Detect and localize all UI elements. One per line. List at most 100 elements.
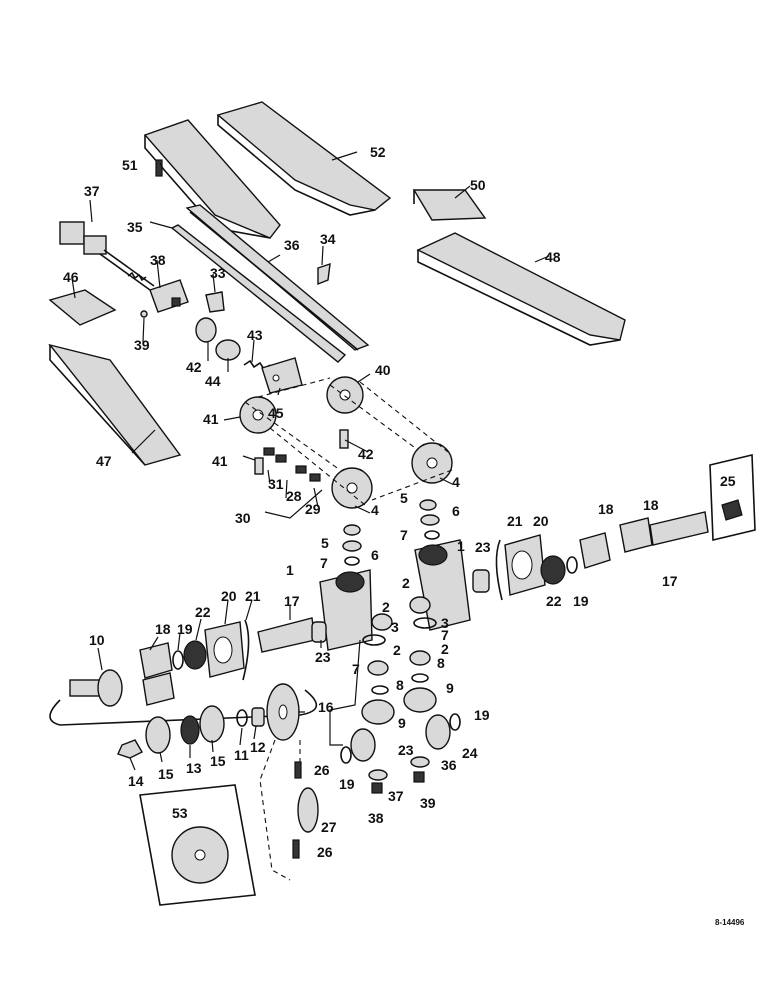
flange-15-left	[145, 716, 171, 754]
callout-16: 16	[318, 699, 334, 715]
flange-20-right	[504, 534, 546, 596]
callout-4-upper: 4	[452, 474, 460, 490]
bolt-42-left	[254, 457, 264, 475]
callout-6-left: 6	[371, 547, 379, 563]
callout-18-far: 18	[643, 497, 659, 513]
callout-33: 34	[320, 231, 336, 247]
callout-21-left: 21	[245, 588, 261, 604]
callout-31: 31	[268, 476, 284, 492]
shaft-17-right	[649, 511, 709, 546]
panel-51	[143, 119, 281, 239]
callout-51: 51	[122, 157, 138, 173]
callout-40: 39	[134, 337, 150, 353]
callout-26-upper: 26	[314, 762, 330, 778]
bushing-23-left	[311, 621, 327, 643]
callout-21-right: 21	[507, 513, 523, 529]
callout-48: 48	[545, 249, 561, 265]
strip-34	[170, 224, 347, 363]
flange-20-left	[204, 621, 245, 678]
callout-3-left: 3	[391, 619, 399, 635]
rail-35	[185, 204, 370, 351]
callout-8-right: 8	[437, 655, 445, 671]
callout-29: 29	[305, 501, 321, 517]
callout-15-left: 15	[158, 766, 174, 782]
bearing-22-right	[540, 555, 566, 585]
tensioner-rod-38	[59, 221, 155, 291]
bevel-gears-9	[361, 687, 437, 725]
callout-3-right: 3	[441, 615, 449, 631]
callout-2-d: 2	[393, 642, 401, 658]
callout-19-right: 19	[573, 593, 589, 609]
washer-19-right	[566, 556, 578, 574]
callout-41-upper: 40	[375, 362, 391, 378]
detail-box-25	[709, 453, 756, 542]
callout-23-left: 23	[315, 649, 331, 665]
callout-17-right: 17	[662, 573, 678, 589]
bearings-2	[367, 596, 431, 676]
callout-35: 36	[284, 237, 300, 253]
snap-rings-3	[362, 617, 437, 646]
callout-50: 50	[470, 177, 486, 193]
callout-19-d: 19	[339, 776, 355, 792]
nuts-37	[371, 771, 425, 794]
spacer-12	[251, 707, 265, 727]
washers-5-6-7	[342, 499, 440, 566]
callout-19-left: 19	[177, 621, 193, 637]
callout-labels: 52 51 50 37 35 36 34 48 46 38 33 39 43 4…	[63, 144, 736, 860]
sprocket-41-upper	[326, 376, 364, 414]
callout-2-a: 2	[402, 575, 410, 591]
callout-38: 37	[84, 183, 100, 199]
callout-39: 38	[150, 252, 166, 268]
callout-5-right: 5	[400, 490, 408, 506]
callout-1-right: 1	[457, 538, 465, 554]
callout-7-c: 7	[441, 627, 449, 643]
callout-6-right: 6	[452, 503, 460, 519]
callout-52: 52	[370, 144, 386, 160]
bearing-22-left	[183, 640, 207, 670]
callout-42-right: 42	[358, 446, 374, 462]
callout-8-left: 8	[396, 677, 404, 693]
callout-30: 30	[235, 510, 251, 526]
callout-7-d: 7	[352, 661, 360, 677]
callout-22-right: 22	[546, 593, 562, 609]
callout-27: 27	[321, 819, 337, 835]
callout-28: 28	[286, 488, 302, 504]
chain-loop	[49, 689, 318, 726]
callout-11: 11	[234, 747, 249, 763]
bushing-43	[195, 317, 217, 343]
callout-36-right: 36	[441, 757, 457, 773]
callout-9-left: 9	[398, 715, 406, 731]
bearing-13	[180, 715, 200, 745]
washer-19-left	[172, 650, 184, 670]
washer-11	[236, 709, 248, 727]
callout-43: 42	[186, 359, 202, 375]
gasket-21-right	[495, 539, 503, 601]
callout-36-left: 37	[388, 788, 404, 804]
callout-7-left: 7	[320, 555, 328, 571]
clamp-18-left	[139, 642, 175, 706]
callout-9-right: 9	[446, 680, 454, 696]
chain-26-lower	[292, 839, 300, 859]
callout-12: 12	[250, 739, 266, 755]
callout-44: 43	[247, 327, 263, 343]
washers-8	[371, 673, 429, 695]
callout-18-left: 18	[155, 621, 171, 637]
callout-17-left: 17	[284, 593, 300, 609]
callout-53: 53	[172, 805, 188, 821]
callout-41-left: 41	[203, 411, 219, 427]
bracket-49	[48, 289, 117, 326]
pin-40	[140, 310, 148, 318]
reference-number: 8-14496	[715, 918, 745, 927]
chain-links-31-28-29	[263, 447, 321, 482]
callout-7-right: 7	[400, 527, 408, 543]
callout-32: 33	[210, 265, 226, 281]
bolt-42-right	[339, 429, 349, 449]
callout-20-left: 20	[221, 588, 237, 604]
callout-5-left: 5	[321, 535, 329, 551]
gasket-21-left	[242, 619, 250, 681]
chain-26-upper	[294, 761, 302, 779]
panel-52	[216, 101, 392, 216]
callout-24-right: 24	[462, 745, 478, 761]
callout-45: 44	[205, 373, 221, 389]
